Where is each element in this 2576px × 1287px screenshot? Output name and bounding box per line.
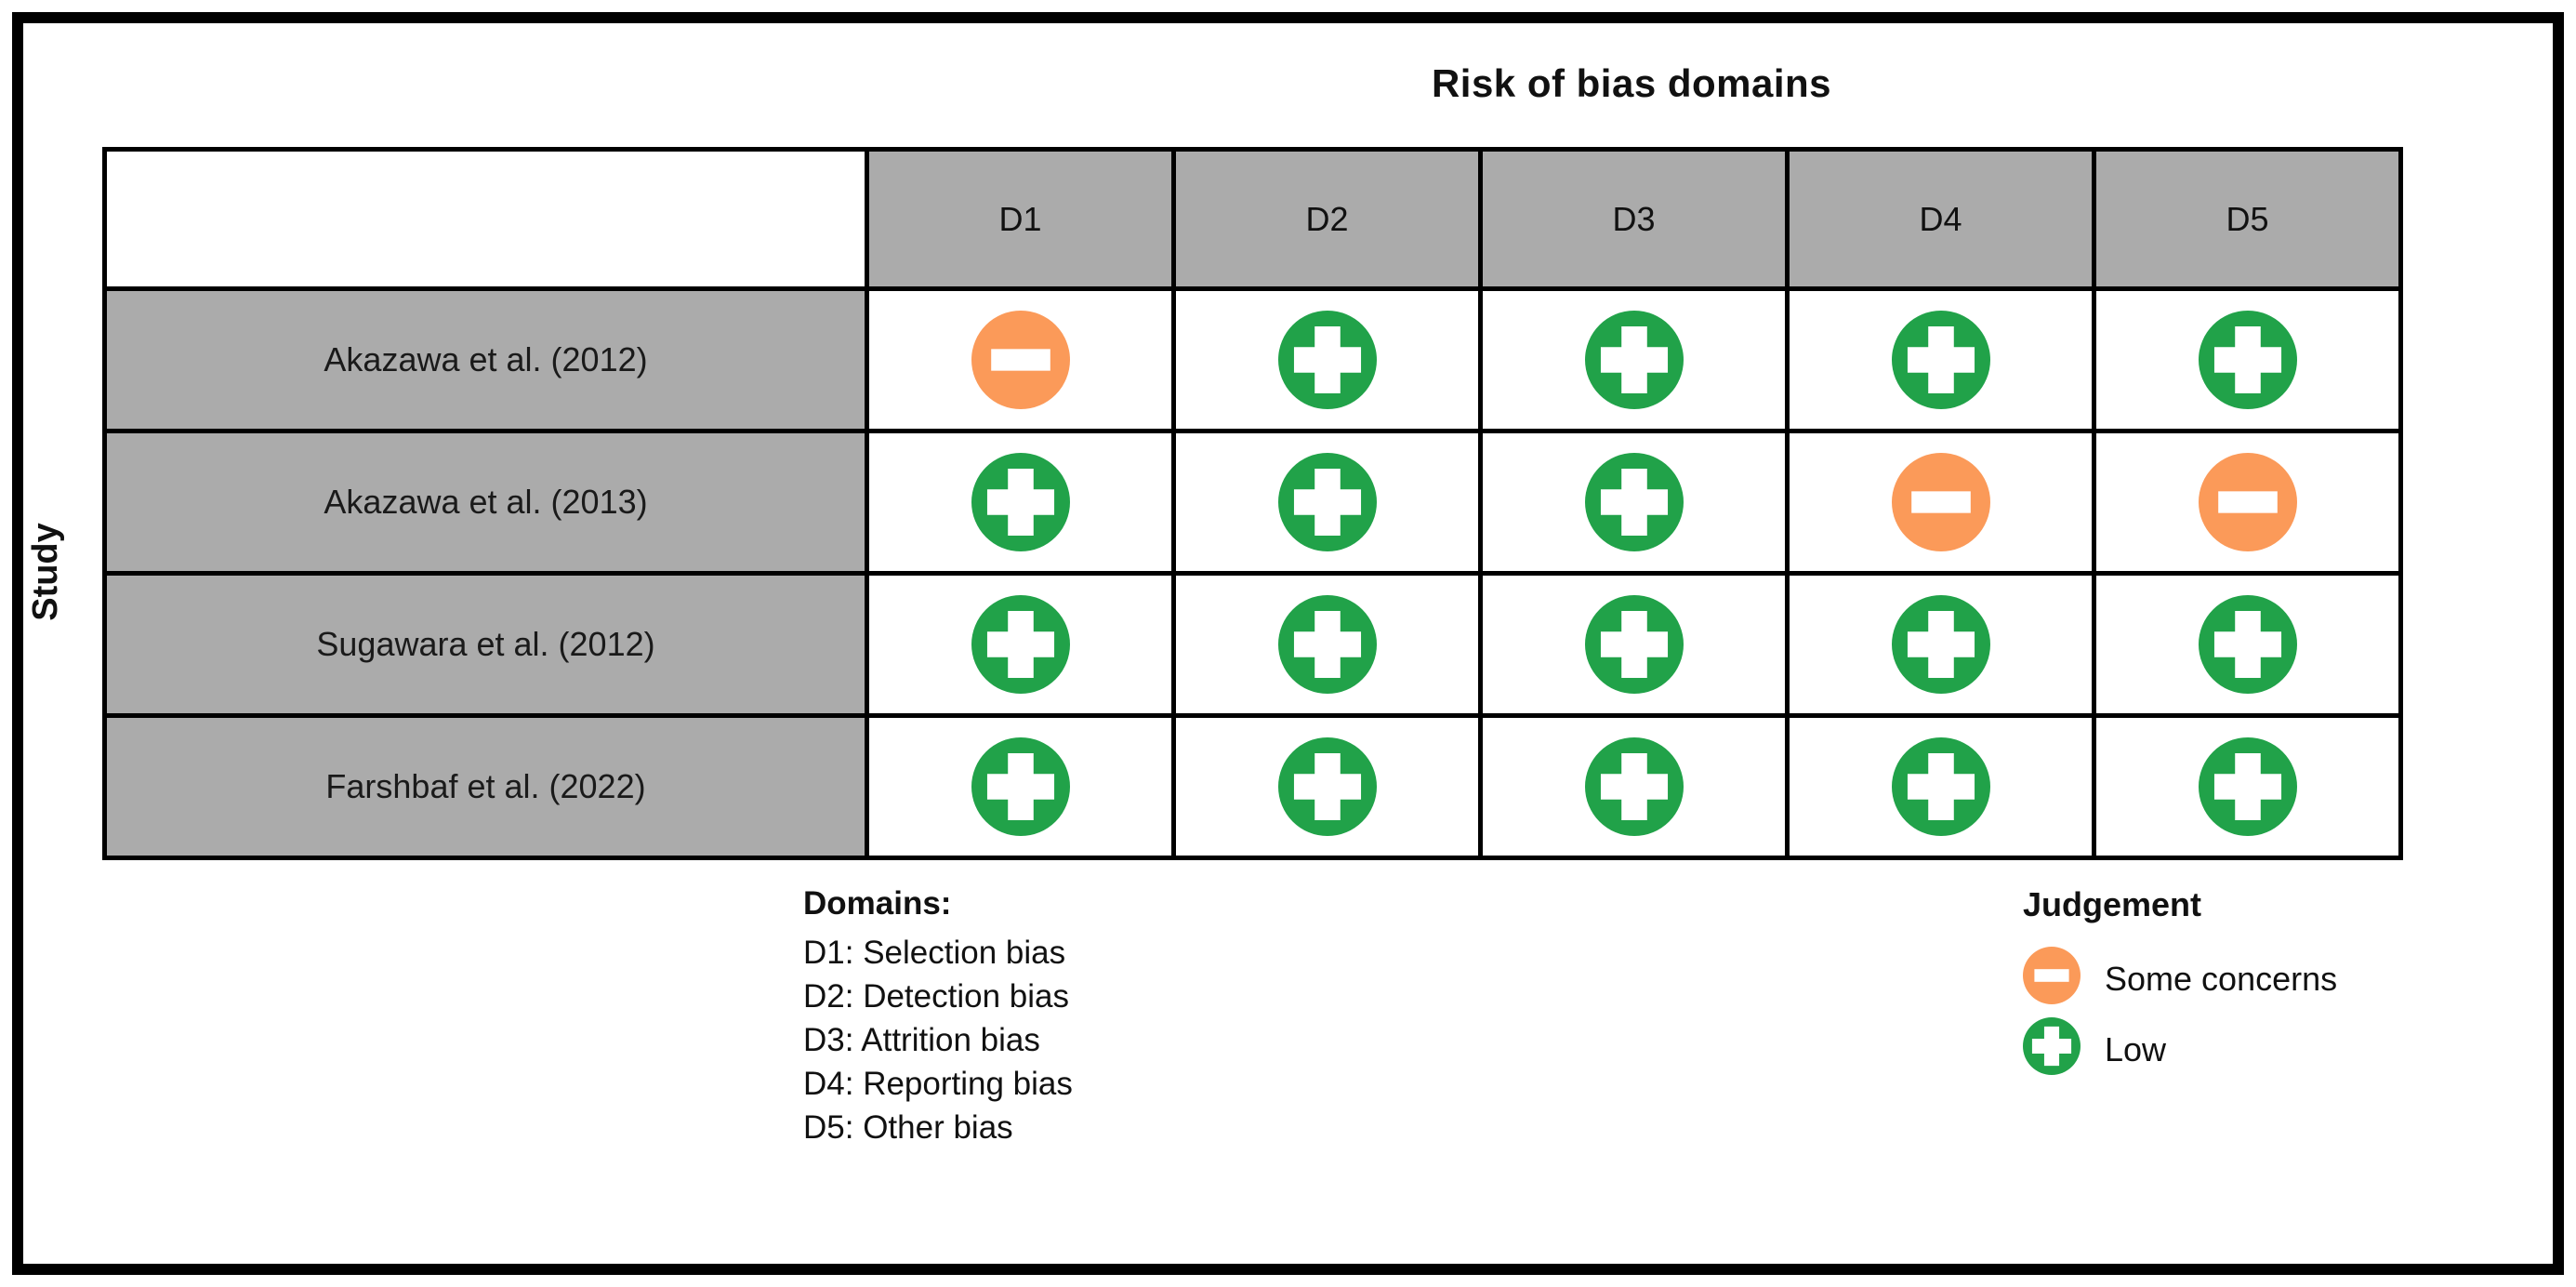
judgement-cell: [865, 286, 1176, 433]
judgement-icon: [2198, 737, 2297, 836]
judgement-cell: [865, 713, 1176, 860]
judgement-cell: [1171, 286, 1483, 433]
judgement-icon: [2198, 453, 2297, 551]
judgement-icon: [1891, 595, 1990, 694]
judgement-cell: [865, 429, 1176, 576]
judgement-cell: [1785, 286, 2096, 433]
judgement-cell: [1478, 286, 1790, 433]
study-name-cell: Sugawara et al. (2012): [102, 571, 869, 718]
legend-item-label: Low: [2105, 1030, 2167, 1068]
judgement-cell: [2092, 429, 2403, 576]
risk-of-bias-table: D1 D2 D3 D4 D5 Akazawa et al. (2012): [102, 147, 2403, 860]
figure-title: Risk of bias domains: [1431, 61, 1832, 105]
judgement-icon: [1891, 311, 1990, 409]
judgement-icon: [971, 453, 1070, 551]
header-row: D1 D2 D3 D4 D5: [102, 147, 2403, 291]
judgement-icon: [971, 311, 1070, 409]
judgement-legend-heading: Judgement: [2023, 885, 2202, 923]
domain-definition: D2: Detection bias: [803, 978, 1069, 1015]
domain-definition: D1: Selection bias: [803, 935, 1066, 971]
judgement-icon: [1277, 737, 1377, 836]
judgement-icon: [1277, 595, 1377, 694]
judgement-cell: [2092, 571, 2403, 718]
table-row: Akazawa et al. (2013): [102, 429, 2403, 576]
judgement-icon: [1891, 453, 1990, 551]
judgement-icon: [1277, 311, 1377, 409]
column-header-d1: D1: [865, 147, 1176, 291]
judgement-icon: [1584, 453, 1684, 551]
study-name-cell: Akazawa et al. (2012): [102, 286, 869, 433]
domain-definition: D4: Reporting bias: [803, 1066, 1073, 1102]
judgement-icon: [2198, 311, 2297, 409]
some-concerns-icon: [2023, 946, 2081, 1013]
judgement-cell: [1785, 429, 2096, 576]
column-header-d4: D4: [1785, 147, 2096, 291]
study-name-cell: Akazawa et al. (2013): [102, 429, 869, 576]
judgement-legend: Judgement Some concerns Low: [2023, 885, 2337, 1090]
judgement-cell: [865, 571, 1176, 718]
table-row: Farshbaf et al. (2022): [102, 713, 2403, 860]
judgement-icon: [971, 737, 1070, 836]
judgement-icon: [1584, 737, 1684, 836]
column-header-d2: D2: [1171, 147, 1483, 291]
table-row: Akazawa et al. (2012): [102, 286, 2403, 433]
domain-definition: D3: Attrition bias: [803, 1022, 1040, 1058]
judgement-cell: [2092, 713, 2403, 860]
judgement-cell: [2092, 286, 2403, 433]
legend-item-low: Low: [2023, 1016, 2337, 1083]
domains-legend-heading: Domains:: [803, 885, 952, 922]
judgement-cell: [1785, 713, 2096, 860]
study-name-cell: Farshbaf et al. (2022): [102, 713, 869, 860]
figure-frame: [12, 12, 2564, 1275]
judgement-cell: [1171, 429, 1483, 576]
judgement-icon: [1584, 311, 1684, 409]
legend-item-label: Some concerns: [2105, 960, 2338, 998]
low-risk-icon: [2023, 1016, 2081, 1083]
column-header-d3: D3: [1478, 147, 1790, 291]
legend-item-some-concerns: Some concerns: [2023, 946, 2338, 1013]
domain-definition: D5: Other bias: [803, 1109, 1013, 1146]
column-header-d5: D5: [2092, 147, 2403, 291]
domains-legend: Domains: D1: Selection bias D2: Detectio…: [803, 882, 1073, 1149]
judgement-icon: [1277, 453, 1377, 551]
judgement-cell: [1171, 713, 1483, 860]
judgement-cell: [1785, 571, 2096, 718]
judgement-cell: [1171, 571, 1483, 718]
judgement-icon: [2198, 595, 2297, 694]
header-spacer: [102, 147, 869, 291]
judgement-icon: [1891, 737, 1990, 836]
judgement-icon: [1584, 595, 1684, 694]
judgement-cell: [1478, 713, 1790, 860]
judgement-icon: [971, 595, 1070, 694]
table-row: Sugawara et al. (2012): [102, 571, 2403, 718]
study-axis-label: Study: [26, 523, 65, 621]
judgement-cell: [1478, 571, 1790, 718]
judgement-cell: [1478, 429, 1790, 576]
